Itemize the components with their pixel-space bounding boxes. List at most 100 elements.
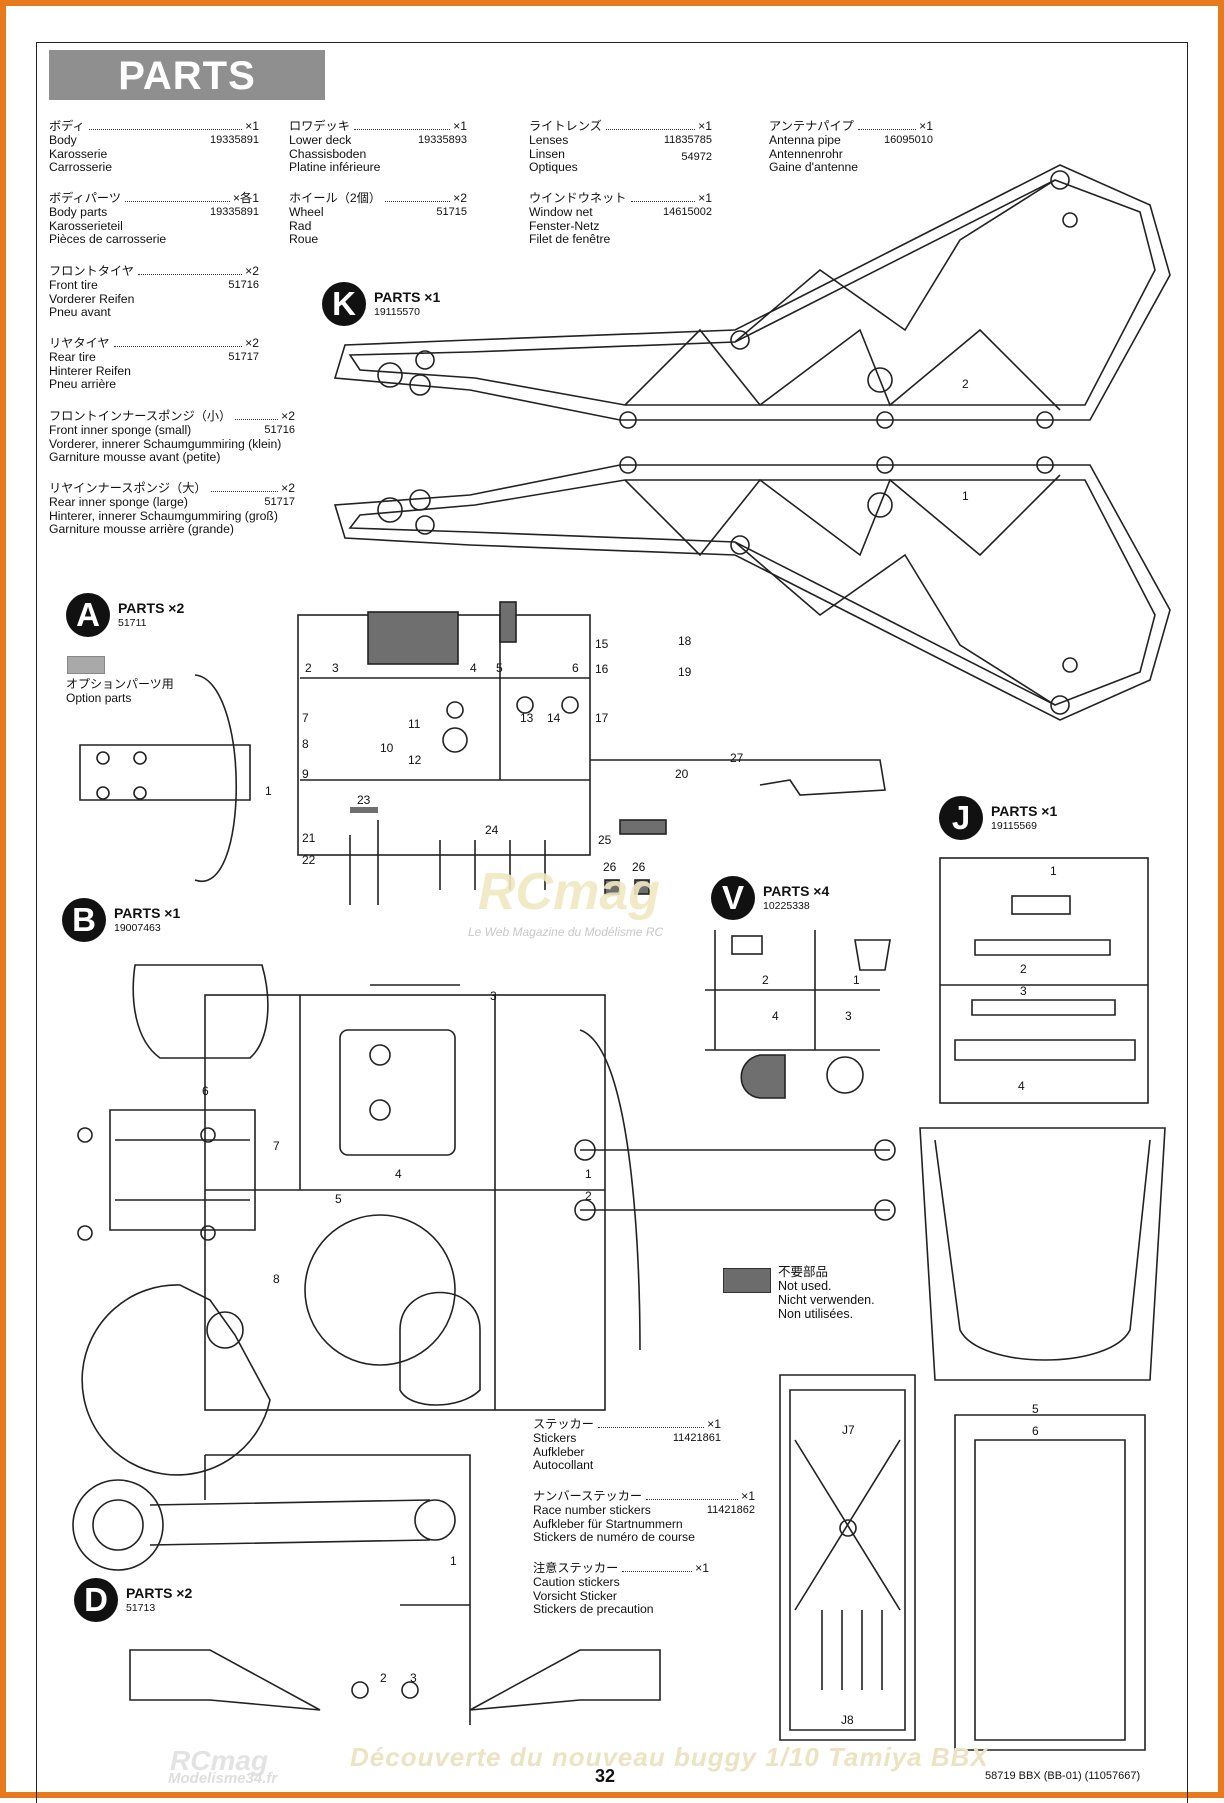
list-item: 注意ステッカー×1 Caution stickers Vorsicht Stic…: [533, 1561, 709, 1617]
parts-header: PARTS: [49, 50, 325, 100]
item-de: Vorsicht Sticker: [533, 1588, 617, 1603]
part-number-label: 23: [357, 793, 371, 807]
item-qty: ×1: [698, 119, 712, 133]
part-number-label: 3: [490, 989, 497, 1003]
item-fr: Pneu avant: [49, 305, 111, 320]
list-item: ウインドウネット×1 14615002 Window net Fenster-N…: [529, 191, 712, 247]
tree-letter: D: [74, 1578, 118, 1622]
sheet-border: [36, 42, 1188, 1803]
item-en: Caution stickers: [533, 1574, 620, 1589]
part-number-label: 2: [962, 377, 969, 391]
not-used-swatch: [723, 1268, 771, 1293]
option-parts-legend: オプションパーツ用 Option parts: [66, 677, 174, 705]
item-part-number: 51717: [228, 351, 259, 363]
part-number-label: 15: [595, 637, 609, 651]
part-number-label: 11: [408, 717, 421, 731]
item-de: Rad: [289, 218, 312, 233]
not-used-en: Not used.: [778, 1279, 832, 1293]
part-number-label: 1: [962, 489, 969, 503]
tree-label: PARTS ×2: [118, 600, 185, 616]
item-fr: Garniture mousse avant (petite): [49, 450, 221, 465]
item-de: Aufkleber: [533, 1444, 585, 1459]
item-qty: ×2: [281, 481, 295, 495]
part-number-label: 7: [273, 1139, 280, 1153]
item-de: Fenster-Netz: [529, 218, 600, 233]
footer-watermark-site: Modelisme34.fr: [168, 1770, 278, 1787]
item-de: Karosserie: [49, 146, 108, 161]
part-number-label: 2: [1020, 962, 1027, 976]
part-number-label: 10: [380, 741, 394, 755]
item-en: Rear tire: [49, 349, 96, 364]
list-item: リヤタイヤ×2 51717 Rear tire Hinterer Reifen …: [49, 336, 259, 392]
part-number-label: 22: [302, 853, 316, 867]
item-qty: ×1: [695, 1561, 709, 1575]
list-item: リヤインナースポンジ（大） ×2 51717 Rear inner sponge …: [49, 481, 295, 537]
item-jp-name: アンテナパイプ: [769, 119, 854, 133]
tree-part-number: 10225338: [763, 900, 810, 912]
item-jp-name: ウインドウネット: [529, 191, 627, 205]
item-de: Vorderer Reifen: [49, 291, 135, 306]
item-jp-name: フロントインナースポンジ（小）: [49, 409, 232, 423]
list-item: ボディパーツ×各1 19335891 Body parts Karosserie…: [49, 191, 259, 247]
k-tree-frame-1: [333, 456, 1171, 721]
item-jp-name: フロントタイヤ: [49, 264, 134, 278]
list-item: ホイール（2個）×2 51715 Wheel Rad Roue: [289, 191, 467, 247]
part-number-label: 9: [302, 767, 309, 781]
tree-part-number: 51713: [126, 1602, 156, 1614]
item-en: Antenna pipe: [769, 132, 841, 147]
item-jp-name: リヤインナースポンジ（大）: [49, 481, 207, 495]
item-de: Vorderer, innerer Schaumgummiring (klein…: [49, 436, 282, 451]
option-en: Option parts: [66, 691, 132, 705]
item-jp-name: ステッカー: [533, 1417, 594, 1431]
item-qty: ×1: [741, 1489, 755, 1503]
part-number-label: 25: [598, 833, 612, 847]
part-number-label: J7: [842, 1423, 855, 1437]
item-qty: ×1: [245, 119, 259, 133]
item-de: Hinterer, innerer Schaumgummiring (groß): [49, 508, 278, 523]
item-part-number: 16095010: [884, 134, 933, 146]
part-number-label: 3: [845, 1009, 852, 1023]
item-qty: ×各1: [232, 191, 259, 205]
document-code: 58719 BBX (BB-01) (11057667): [985, 1770, 1141, 1782]
tree-label: PARTS ×2: [126, 1585, 193, 1601]
tree-letter: B: [62, 898, 106, 942]
part-number-label: 4: [1018, 1079, 1025, 1093]
item-en: Rear inner sponge (large): [49, 494, 188, 509]
part-number-label: 4: [772, 1009, 779, 1023]
item-part-number: 19335891: [210, 134, 259, 146]
part-number-label: 1: [585, 1167, 592, 1181]
item-jp-name: ナンバーステッカー: [533, 1489, 643, 1503]
a-tree: [79, 601, 886, 905]
part-number-label: 2: [305, 661, 312, 675]
item-qty: ×2: [453, 191, 467, 205]
item-fr: Pneu arrière: [49, 377, 117, 392]
part-number-label: 5: [496, 661, 503, 675]
item-de: Linsen: [529, 146, 565, 161]
item-de: Karosserieteil: [49, 218, 123, 233]
option-parts-swatch: [67, 656, 105, 674]
b-tree: [77, 964, 896, 1476]
part-number-label: 7: [302, 711, 309, 725]
item-en: Lenses: [529, 132, 569, 147]
part-number-label: 2: [762, 973, 769, 987]
list-item: ナンバーステッカー×1 11421862 Race number sticker…: [533, 1489, 755, 1545]
item-part-number: 11421861: [672, 1432, 721, 1444]
item-de: Hinterer Reifen: [49, 363, 131, 378]
part-number-label: 27: [730, 751, 744, 765]
item-en: Front inner sponge (small): [49, 422, 192, 437]
item-jp-name: ホイール（2個）: [289, 191, 382, 205]
item-part-number: 19335893: [418, 134, 467, 146]
part-number-label: 5: [335, 1192, 342, 1206]
tree-letter: K: [322, 282, 366, 326]
item-qty: ×1: [919, 119, 933, 133]
tree-letter: A: [66, 593, 110, 637]
not-used-de: Nicht verwenden.: [778, 1293, 875, 1307]
item-part-number: 51716: [264, 424, 295, 436]
part-number-label: 19: [678, 665, 692, 679]
list-item: ライトレンズ×1 11835785 54972 Lenses Linsen Op…: [529, 119, 712, 175]
item-de: Antennenrohr: [769, 146, 843, 161]
part-number-label: 14: [547, 711, 561, 725]
part-number-label: 3: [410, 1671, 417, 1685]
item-part-number: 51717: [264, 496, 295, 508]
d-tree: [72, 1454, 661, 1725]
